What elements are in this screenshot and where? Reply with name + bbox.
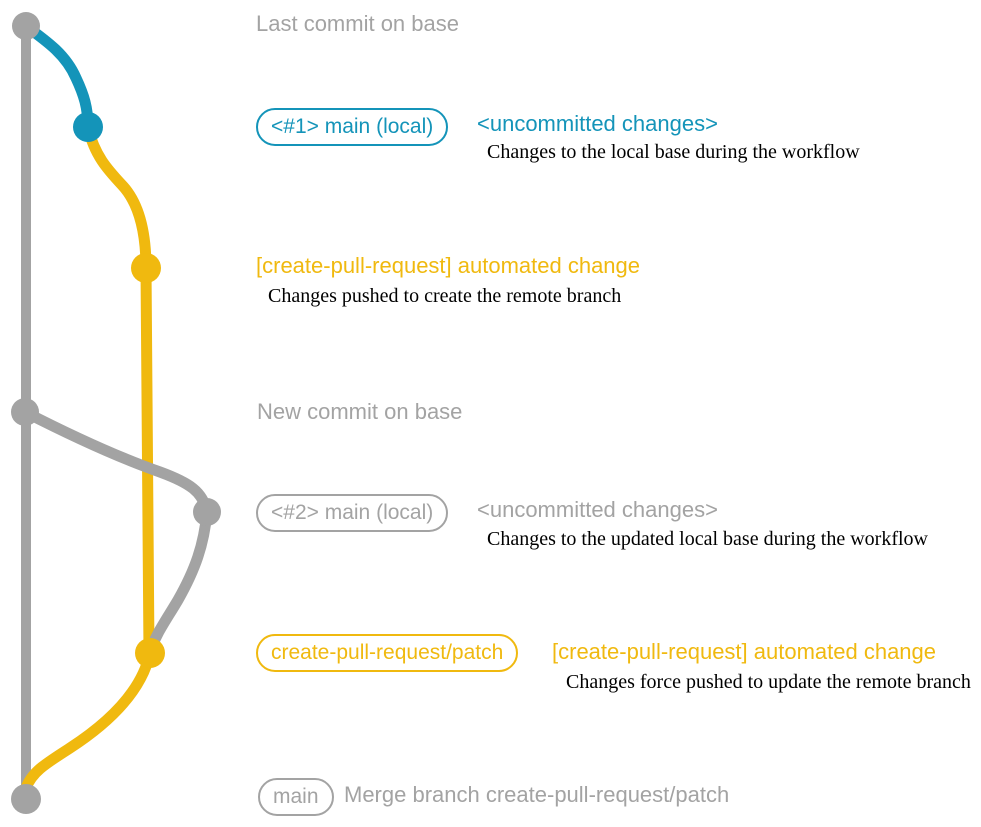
label-uncommitted-2: <uncommitted changes> [477,497,718,522]
label-merge-branch: Merge branch create-pull-request/patch [344,782,730,807]
badge-patch-branch: create-pull-request/patch [256,634,519,672]
commit-node-patch-2 [135,638,165,668]
base-update-curve [19,406,213,518]
local-change-curve [20,20,94,133]
caption-updated-base: Changes to the updated local base during… [487,528,928,550]
label-automated-change-2: [create-pull-request] automated change [552,639,937,664]
patch-branch-curve [82,121,152,274]
commit-node-base-new [11,398,39,426]
label-last-commit: Last commit on base [256,11,459,36]
badge-main: main [258,778,334,816]
commit-node-local-2 [193,498,221,526]
patch-branch-line [140,262,155,659]
commit-node-patch-1 [131,253,161,283]
caption-force-pushed: Changes force pushed to update the remot… [566,671,971,693]
commit-node-merge [11,784,41,814]
badge-main-local-1: <#1> main (local) [256,108,449,146]
label-new-commit: New commit on base [257,399,463,424]
caption-local-base: Changes to the local base during the wor… [487,141,860,163]
rebase-curve [144,506,213,659]
badge-main-local-2: <#2> main (local) [256,494,449,532]
label-uncommitted-1: <uncommitted changes> [477,111,718,136]
merge-curve [20,647,156,794]
commit-node-base-top [12,12,40,40]
label-automated-change-1: [create-pull-request] automated change [256,253,641,278]
caption-pushed-create: Changes pushed to create the remote bran… [268,285,622,307]
commit-node-local-1 [73,112,103,142]
